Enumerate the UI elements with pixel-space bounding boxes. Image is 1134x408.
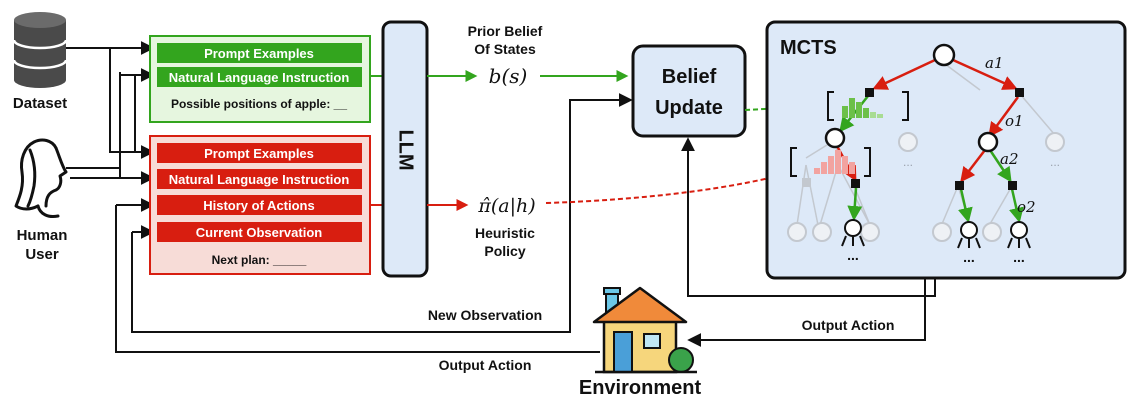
heuristic-policy-caption-line2: Policy	[484, 243, 525, 259]
llm-block: LLM	[381, 20, 429, 278]
prior-belief-caption-line1: Prior Belief	[468, 23, 543, 39]
mcts-panel: MCTS	[765, 20, 1127, 280]
leaf-ellipsis: ...	[963, 249, 975, 265]
red-prompt-item-label: Current Observation	[196, 225, 322, 240]
red-prompt-item-label: History of Actions	[203, 198, 314, 213]
leaf-nodes: ... ... ... ... ...	[841, 155, 1060, 265]
dataset-label: Dataset	[13, 95, 67, 112]
mcts-title: MCTS	[780, 37, 837, 59]
human-label-line1: Human	[17, 227, 68, 244]
new-observation-label: New Observation	[428, 307, 542, 323]
belief-histogram-green	[827, 91, 909, 121]
red-prompt-item	[157, 143, 362, 163]
faded-ellipsis: ...	[903, 155, 913, 169]
house-icon	[592, 286, 697, 374]
human-label-line2: User	[25, 246, 59, 263]
belief-histogram-red	[790, 147, 871, 177]
belief-update-line1: Belief	[662, 66, 717, 88]
source-connectors	[66, 41, 633, 353]
green-prompt-box: Prompt Examples Natural Language Instruc…	[149, 35, 371, 123]
prior-belief-caption-line2: Of States	[474, 41, 536, 57]
llm-label: LLM	[395, 129, 417, 170]
policy-to-mcts-arrow	[545, 172, 781, 204]
green-prompt-item-label: Prompt Examples	[204, 46, 314, 61]
leaf-ellipsis: ...	[847, 247, 859, 263]
leaf-ellipsis: ...	[1013, 249, 1025, 265]
red-prompt-footer: Next plan: _____	[212, 253, 307, 267]
red-prompt-item	[157, 195, 362, 215]
edge-label-a2: a2	[1000, 150, 1019, 168]
red-prompt-item	[157, 169, 362, 189]
green-prompt-item	[157, 43, 362, 63]
red-prompt-box: Prompt Examples Natural Language Instruc…	[149, 135, 371, 275]
green-prompt-item-label: Natural Language Instruction	[169, 70, 350, 85]
heuristic-policy-caption-line1: Heuristic	[475, 225, 535, 241]
green-prompt-item	[157, 67, 362, 87]
edge-label-o1: o1	[1005, 112, 1024, 130]
prior-belief-math: b(s)	[489, 64, 528, 88]
faded-action-node	[802, 178, 811, 187]
feedback-connectors	[681, 137, 936, 347]
red-prompt-item-label: Natural Language Instruction	[169, 172, 350, 187]
output-action-bottom-label: Output Action	[439, 357, 532, 373]
state-nodes	[824, 43, 999, 153]
faded-nodes	[787, 132, 1065, 242]
action-nodes	[851, 88, 1024, 190]
edge-label-a1: a1	[985, 54, 1004, 72]
green-prompt-footer: Possible positions of apple: __	[171, 97, 347, 111]
belief-update-block: Belief Update	[631, 44, 747, 138]
red-prompt-item	[157, 222, 362, 242]
heuristic-policy-math: π̂(a|h)	[477, 195, 535, 217]
edge-label-o2: o2	[1017, 198, 1036, 216]
environment-label: Environment	[579, 377, 702, 399]
red-prompt-item-label: Prompt Examples	[204, 146, 314, 161]
faded-ellipsis: ...	[1050, 155, 1060, 169]
output-action-right-label: Output Action	[802, 317, 895, 333]
belief-update-line2: Update	[655, 97, 723, 119]
green-edges	[839, 95, 1024, 223]
human-user-icon	[14, 138, 68, 218]
database-icon	[12, 12, 68, 88]
